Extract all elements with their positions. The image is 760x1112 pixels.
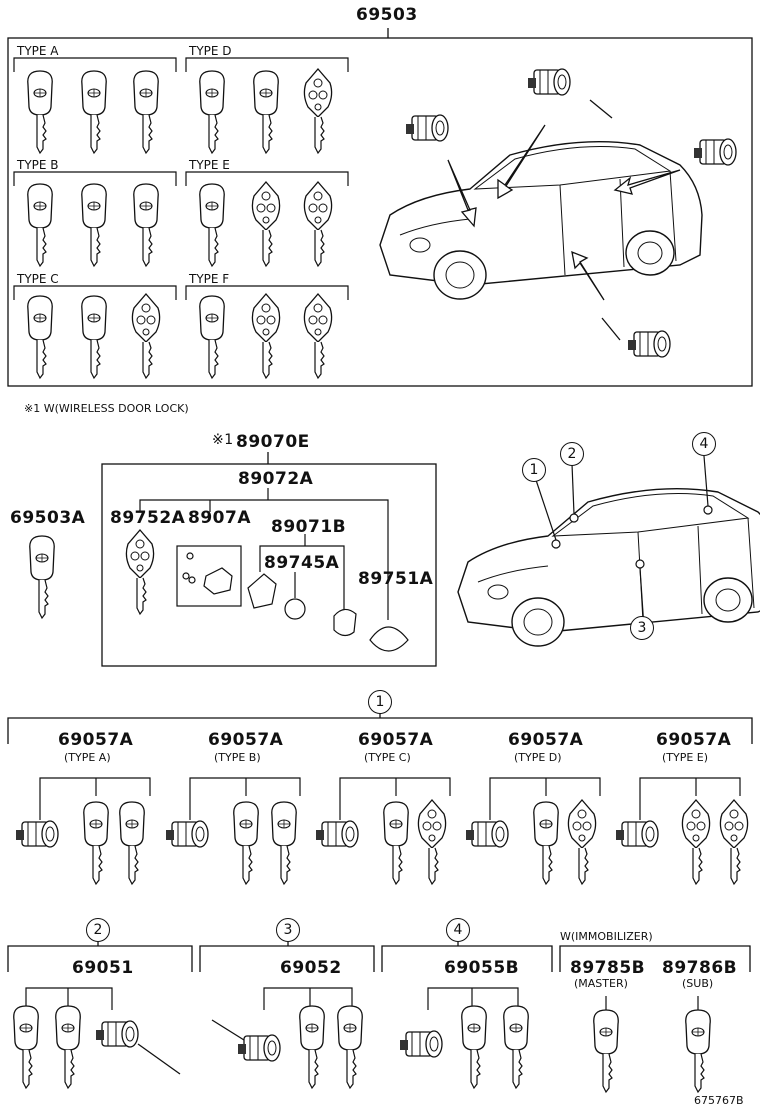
footnote-wireless: ※1 W(WIRELESS DOOR LOCK) — [24, 402, 189, 415]
kit-mark: ※1 — [212, 432, 234, 448]
set-type-label: (TYPE A) — [64, 751, 111, 764]
set-type-label: (TYPE E) — [662, 751, 709, 764]
part-number-69052: 69052 — [280, 958, 342, 978]
part-number-89751a: 89751A — [358, 569, 434, 589]
callout-2: 2 — [560, 442, 584, 466]
part-number-69057a: 69057A — [508, 730, 584, 750]
set-type-label: (TYPE B) — [214, 751, 261, 764]
set-type-label: (TYPE D) — [514, 751, 562, 764]
part-number-69057a: 69057A — [208, 730, 284, 750]
type-label-d: TYPE D — [189, 44, 232, 58]
callout-1: 1 — [522, 458, 546, 482]
sub-label: (SUB) — [682, 977, 714, 990]
part-number-69057a: 69057A — [358, 730, 434, 750]
part-number-69057a: 69057A — [58, 730, 134, 750]
part-number-89786b: 89786B — [662, 958, 738, 978]
type-label-b: TYPE B — [17, 158, 59, 172]
part-number-89745a: 89745A — [264, 553, 340, 573]
immobilizer-title: W(IMMOBILIZER) — [560, 930, 653, 943]
type-label-f: TYPE F — [189, 272, 230, 286]
type-label-e: TYPE E — [189, 158, 230, 172]
part-number-69051: 69051 — [72, 958, 134, 978]
part-number-89071b: 89071B — [271, 517, 347, 537]
section2-callout: 2 — [86, 918, 110, 942]
section1-callout: 1 — [368, 690, 392, 714]
part-number-8907a: 8907A — [188, 508, 251, 528]
part-number-69503: 69503 — [356, 5, 418, 25]
part-number-89785b: 89785B — [570, 958, 646, 978]
part-number-89070e: 89070E — [236, 432, 310, 452]
part-number-89072a: 89072A — [238, 469, 314, 489]
master-label: (MASTER) — [574, 977, 628, 990]
section4-callout: 4 — [446, 918, 470, 942]
part-number-69055b: 69055B — [444, 958, 520, 978]
figure-id: 675767B — [694, 1094, 744, 1107]
callout-3: 3 — [630, 616, 654, 640]
part-number-69057a: 69057A — [656, 730, 732, 750]
type-label-c: TYPE C — [17, 272, 59, 286]
callout-4: 4 — [692, 432, 716, 456]
type-label-a: TYPE A — [17, 44, 59, 58]
part-number-69503a: 69503A — [10, 508, 86, 528]
part-number-89752a: 89752A — [110, 508, 186, 528]
set-type-label: (TYPE C) — [364, 751, 411, 764]
section3-callout: 3 — [276, 918, 300, 942]
